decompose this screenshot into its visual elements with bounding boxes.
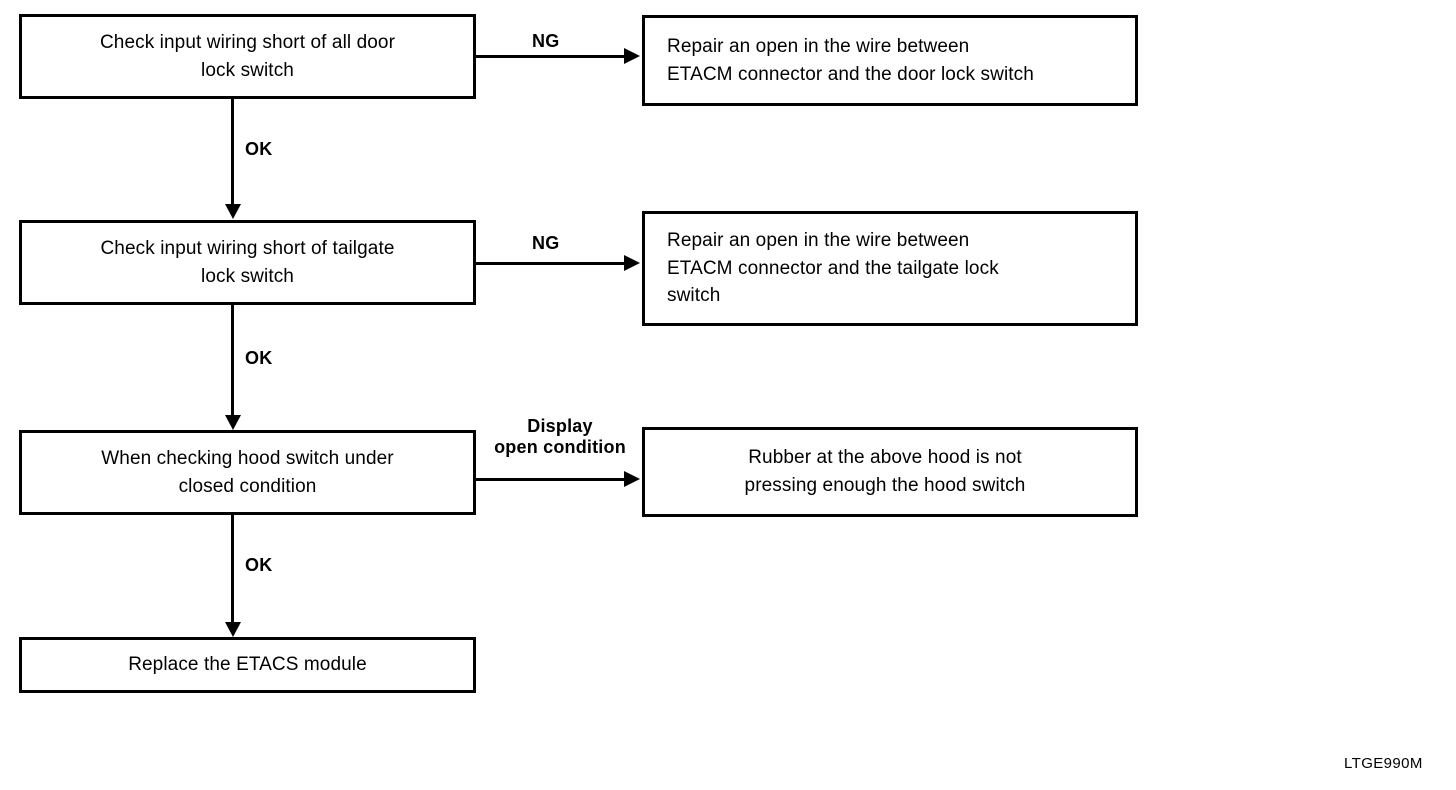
node-check-door-lock-switch: Check input wiring short of all door loc… bbox=[19, 14, 476, 99]
node-check-hood-switch-label: When checking hood switch under closed c… bbox=[101, 447, 394, 497]
connector-display-open-arrowhead bbox=[624, 471, 640, 487]
connector-ok-3-line bbox=[231, 515, 234, 622]
node-rubber-hood-not-pressing: Rubber at the above hood is not pressing… bbox=[642, 427, 1138, 517]
node-rubber-hood-not-pressing-label: Rubber at the above hood is not pressing… bbox=[744, 447, 1026, 496]
node-replace-etacs-module: Replace the ETACS module bbox=[19, 637, 476, 693]
edge-label-ok-2: OK bbox=[245, 348, 273, 368]
figure-code: LTGE990M bbox=[1344, 755, 1423, 772]
connector-ok-1-arrowhead bbox=[225, 204, 241, 219]
edge-label-ok-3: OK bbox=[245, 555, 273, 575]
connector-ok-3-arrowhead bbox=[225, 622, 241, 637]
edge-label-ng-2: NG bbox=[532, 233, 560, 253]
edge-label-display-open-condition: Display open condition bbox=[494, 416, 626, 457]
connector-display-open-line bbox=[476, 478, 624, 481]
connector-ng-2-arrowhead bbox=[624, 255, 640, 271]
node-check-hood-switch: When checking hood switch under closed c… bbox=[19, 430, 476, 515]
connector-ok-2-line bbox=[231, 305, 234, 415]
connector-ng-1-arrowhead bbox=[624, 48, 640, 64]
edge-label-ok-1: OK bbox=[245, 139, 273, 159]
connector-ok-2-arrowhead bbox=[225, 415, 241, 430]
edge-label-ng-1: NG bbox=[532, 31, 560, 51]
node-repair-tailgate-lock-wire: Repair an open in the wire between ETACM… bbox=[642, 211, 1138, 326]
node-repair-tailgate-lock-wire-label: Repair an open in the wire between ETACM… bbox=[667, 230, 999, 307]
connector-ok-1-line bbox=[231, 99, 234, 204]
node-check-door-lock-switch-label: Check input wiring short of all door loc… bbox=[99, 31, 396, 81]
node-repair-door-lock-wire-label: Repair an open in the wire between ETACM… bbox=[667, 35, 1034, 85]
connector-ng-2-line bbox=[476, 262, 624, 265]
node-replace-etacs-module-label: Replace the ETACS module bbox=[128, 654, 367, 676]
node-repair-door-lock-wire: Repair an open in the wire between ETACM… bbox=[642, 15, 1138, 106]
connector-ng-1-line bbox=[476, 55, 624, 58]
node-check-tailgate-lock-switch: Check input wiring short of tailgate loc… bbox=[19, 220, 476, 305]
node-check-tailgate-lock-switch-label: Check input wiring short of tailgate loc… bbox=[100, 237, 395, 287]
